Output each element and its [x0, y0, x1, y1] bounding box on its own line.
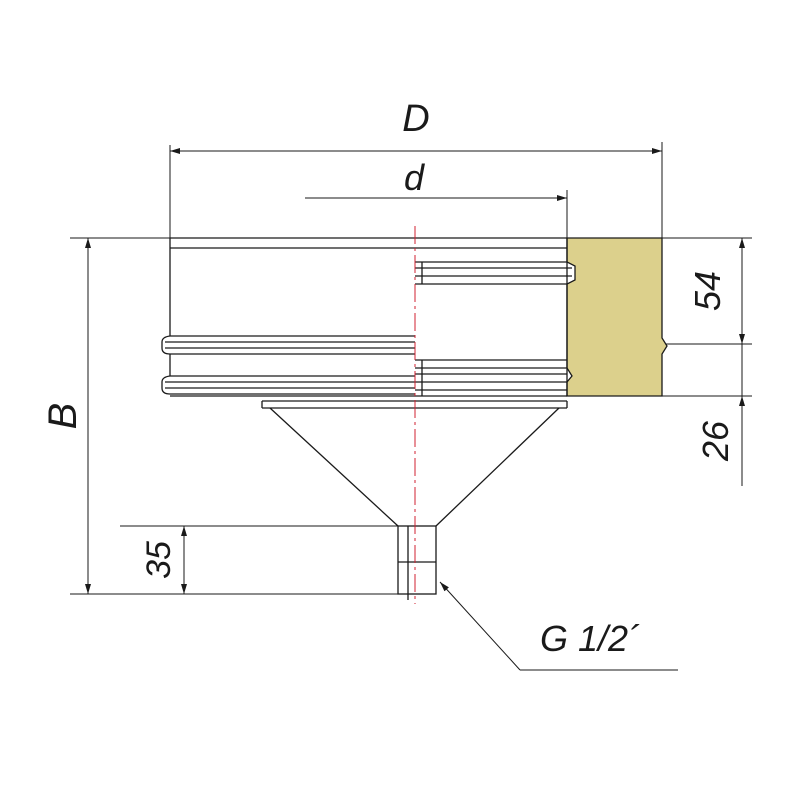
label-lower-height: 26	[695, 420, 736, 462]
inner-pipe	[415, 237, 572, 397]
label-inner-diameter: d	[404, 157, 425, 198]
thread-leader	[439, 581, 678, 671]
drain-nozzle	[397, 525, 437, 600]
insulation-section	[566, 237, 668, 397]
label-nozzle-height: 35	[140, 541, 178, 579]
extension-lines	[70, 142, 752, 595]
label-thread: G 1/2´	[540, 618, 640, 659]
label-total-height: B	[41, 403, 85, 430]
label-outer-diameter: D	[402, 98, 429, 140]
label-upper-height: 54	[687, 271, 728, 311]
outer-shell	[161, 237, 415, 397]
